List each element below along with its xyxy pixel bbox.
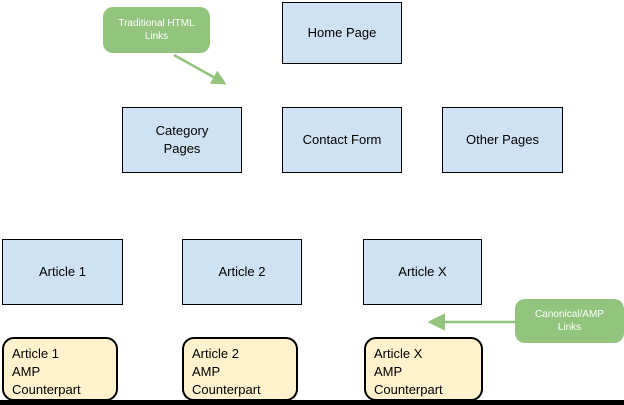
annotation-canonical-amp-links: Canonical/AMP Links	[515, 299, 624, 343]
node-article-1-amp-counterpart: Article 1 AMP Counterpart	[2, 337, 118, 401]
node-article-x-amp-counterpart: Article X AMP Counterpart	[364, 337, 483, 401]
node-article-2-amp-counterpart: Article 2 AMP Counterpart	[182, 337, 298, 401]
node-article-2: Article 2	[182, 239, 302, 305]
node-category-pages: Category Pages	[122, 107, 242, 173]
node-other-pages: Other Pages	[442, 107, 563, 173]
canonical-links-arrow	[427, 313, 515, 331]
node-contact-form: Contact Form	[282, 107, 402, 173]
traditional-links-arrow	[173, 53, 227, 85]
node-article-1: Article 1	[2, 239, 123, 305]
bottom-bar	[0, 400, 624, 405]
annotation-traditional-html-links: Traditional HTML Links	[103, 7, 210, 53]
node-article-x: Article X	[363, 239, 482, 305]
node-home-page: Home Page	[282, 2, 402, 64]
